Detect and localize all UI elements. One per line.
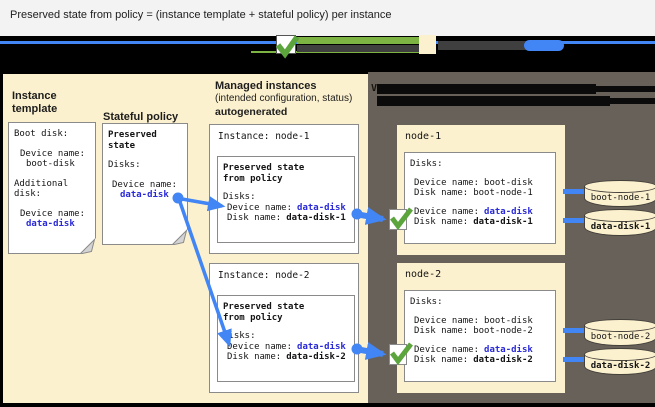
device-name-label: Device name: <box>414 177 480 188</box>
disk-name-label: Disk name: <box>227 213 282 223</box>
checkmark-icon <box>275 35 300 59</box>
disks-label: Disks: <box>410 159 443 169</box>
vm-node-title: node-1 <box>405 131 442 142</box>
redacted-text-bar <box>610 98 655 104</box>
data-disk-value: data-disk-1 <box>473 217 533 227</box>
legend-beige-box <box>419 35 436 54</box>
disk-cylinder-label: data-disk-2 <box>590 361 651 371</box>
redacted-text-bar <box>377 84 596 94</box>
boot-device-value: boot-disk <box>26 159 75 169</box>
disk-name-label: Disk name: <box>414 217 469 227</box>
preserved-state-from-policy-heading: Preserved state from policy <box>223 163 305 184</box>
managed-instance-title: Instance: node-1 <box>218 131 310 142</box>
disk-connector <box>563 328 585 333</box>
boot-disk-value: boot-node-1 <box>473 188 533 198</box>
preserved-state-from-policy-heading: Preserved state from policy <box>223 302 305 323</box>
disk-value: data-disk-2 <box>286 352 346 362</box>
legend-green-bar <box>297 37 421 44</box>
boot-disk-label: Boot disk: <box>14 129 69 139</box>
disk-connector <box>563 189 585 194</box>
disks-label: Disks: <box>223 331 256 341</box>
disk-name-label: Disk name: <box>227 352 282 362</box>
device-value: data-disk <box>120 190 169 200</box>
legend-checkbox <box>275 35 300 59</box>
stateful-policy-card: Preserved state Disks: Device name: data… <box>102 123 188 245</box>
device-value: data-disk <box>297 202 346 213</box>
disk-connector <box>563 357 585 362</box>
data-device-value: data-disk <box>484 206 533 217</box>
redacted-heading-fragment: V <box>371 83 378 94</box>
device-name-label: Device name: <box>227 341 293 352</box>
data-device-value: data-disk <box>484 344 533 355</box>
preserved-state-box: Preserved state from policy Disks: Devic… <box>217 295 355 382</box>
vm-node-title: node-2 <box>405 269 442 280</box>
device-name-label: Device name: <box>414 315 480 326</box>
boot-device-value: boot-disk <box>484 177 533 188</box>
additional-disk-label: Additional disk: <box>14 178 69 200</box>
device-name-label: Device name: <box>20 148 86 159</box>
legend-redacted-bar-2 <box>438 41 526 50</box>
disk-cylinder-icon: data-disk-1 <box>584 209 655 239</box>
stateful-policy-label: Stateful policy <box>103 111 179 123</box>
vm-disks-box: Disks: Device name: boot-disk Disk name: b… <box>404 290 556 382</box>
disks-label: Disks: <box>108 160 141 170</box>
disk-value: data-disk-1 <box>286 213 346 223</box>
device-name-label: Device name: <box>227 202 293 213</box>
vm-node-1-card: node-1 Disks: Device name: boot-disk Disk… <box>397 125 565 255</box>
disk-cylinder-label: data-disk-1 <box>590 222 651 232</box>
managed-instances-heading-line2: (intended configuration, status) <box>215 93 353 104</box>
disk-name-label: Disk name: <box>414 355 469 365</box>
managed-instances-heading-line3: autogenerated <box>215 105 288 118</box>
disk-cylinder-label: boot-node-1 <box>590 193 651 203</box>
legend-redacted-bar <box>297 45 421 52</box>
page-title: Preserved state from policy = (instance … <box>10 9 392 21</box>
legend-blue-pill <box>524 40 564 51</box>
device-name-label: Device name: <box>414 344 480 355</box>
disks-label: Disks: <box>410 297 443 307</box>
managed-instance-node-1: Instance: node-1 Preserved state from po… <box>209 124 359 254</box>
disk-name-label: Disk name: <box>414 326 469 336</box>
checkmark-icon <box>390 342 413 366</box>
applied-check-box <box>389 342 413 366</box>
device-name-label: Device name: <box>414 206 480 217</box>
preserved-state-heading: Preserved state <box>108 130 157 151</box>
title-bar: Preserved state from policy = (instance … <box>0 0 655 36</box>
vm-node-2-card: node-2 Disks: Device name: boot-disk Disk… <box>397 263 565 393</box>
device-name-label: Device name: <box>112 179 178 190</box>
disk-connector <box>563 218 585 223</box>
redacted-text-bar <box>377 96 610 106</box>
disk-cylinder-label: boot-node-2 <box>590 332 651 342</box>
redacted-text-bar <box>596 86 655 92</box>
disk-cylinder-icon: data-disk-2 <box>584 348 655 378</box>
data-disk-value: data-disk-2 <box>473 355 533 365</box>
data-device-value: data-disk <box>26 219 75 229</box>
disk-cylinder-icon: boot-node-2 <box>584 319 655 349</box>
managed-instances-heading-line1: Managed instances <box>215 80 317 92</box>
preserved-state-box: Preserved state from policy Disks: Devic… <box>217 156 355 243</box>
managed-instance-node-2: Instance: node-2 Preserved state from po… <box>209 263 359 393</box>
vm-disks-box: Disks: Device name: boot-disk Disk name: b… <box>404 152 556 244</box>
instance-template-label: Instance template <box>12 90 58 115</box>
disk-cylinder-icon: boot-node-1 <box>584 180 655 210</box>
device-value: data-disk <box>297 341 346 352</box>
device-name-label: Device name: <box>20 208 86 219</box>
instance-template-card: Boot disk: Device name: boot-disk Additi… <box>8 122 96 254</box>
page-fold-icon <box>172 229 188 245</box>
applied-check-box <box>389 207 413 231</box>
boot-disk-value: boot-node-2 <box>473 326 533 336</box>
legend-green-underline <box>251 51 421 53</box>
page-fold-icon <box>80 238 96 254</box>
disks-label: Disks: <box>223 192 256 202</box>
managed-instances-heading: Managed instances (intended configuratio… <box>215 80 352 119</box>
managed-instance-title: Instance: node-2 <box>218 270 310 281</box>
checkmark-icon <box>390 207 413 231</box>
disk-name-label: Disk name: <box>414 188 469 198</box>
boot-device-value: boot-disk <box>484 315 533 326</box>
